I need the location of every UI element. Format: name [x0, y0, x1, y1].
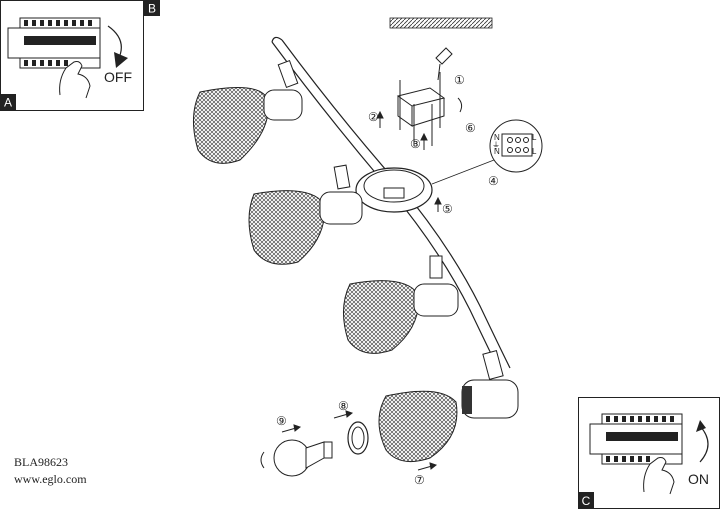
- on-label: ON: [688, 471, 709, 487]
- panel-ab: B A OFF: [0, 0, 160, 111]
- terminal-l-bottom: L: [532, 147, 537, 156]
- off-arrow-head: [114, 52, 128, 68]
- terminal-n-bottom: N: [494, 147, 500, 156]
- earth-symbol: ⏚: [492, 141, 500, 150]
- step-2: ②: [368, 110, 379, 124]
- panel-a-tag: A: [4, 96, 12, 110]
- step-8: ⑧: [338, 399, 349, 413]
- step-markers: ① ② ③ ④ ⑤ ⑥ ⑦ ⑧ ⑨: [276, 73, 499, 487]
- retaining-ring: [347, 421, 369, 455]
- spot-head-2: [248, 164, 363, 265]
- ceiling: [389, 17, 493, 29]
- spot-head-4: [378, 350, 519, 463]
- step-5: ⑤: [442, 202, 453, 216]
- spot-head-1: [193, 60, 303, 164]
- off-label: OFF: [104, 69, 132, 85]
- panel-b-tag: B: [148, 2, 156, 16]
- step-3: ③: [410, 137, 421, 151]
- terminal-n-top: N: [494, 133, 500, 142]
- manufacturer-url: www.eglo.com: [14, 472, 87, 486]
- on-arrow-head: [696, 420, 706, 432]
- panel-c: C ON: [578, 397, 720, 509]
- step-9: ⑨: [276, 414, 287, 428]
- step-arrows: [281, 110, 442, 471]
- document-code: BLA98623: [14, 455, 68, 469]
- panel-c-tag: C: [582, 494, 591, 508]
- step-1: ①: [454, 73, 465, 87]
- spot-head-3: [343, 255, 459, 354]
- on-rotation-arrow: [699, 425, 709, 463]
- step-7: ⑦: [414, 473, 425, 487]
- step-4: ④: [488, 174, 499, 188]
- spotlight-rail: [271, 36, 511, 373]
- step-6: ⑥: [465, 121, 476, 135]
- terminal-block: N L N L ⏚: [431, 119, 543, 185]
- terminal-l-top: L: [532, 133, 537, 142]
- breaker-panel-on: [589, 413, 683, 495]
- light-bulb: [260, 439, 333, 477]
- ceiling-canopy: [355, 167, 433, 213]
- breaker-panel-off: [7, 17, 101, 99]
- mounting-bracket: [396, 47, 463, 146]
